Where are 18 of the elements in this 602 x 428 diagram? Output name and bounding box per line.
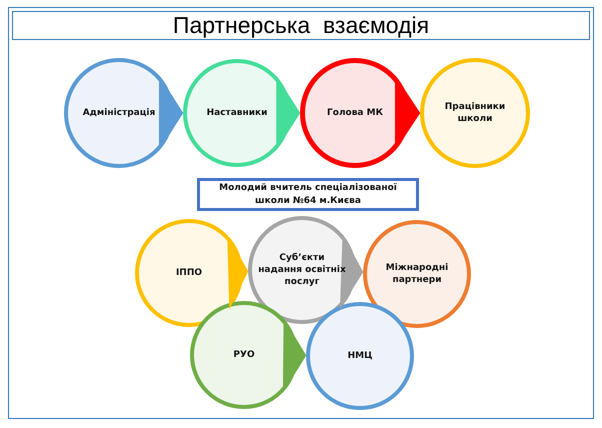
title: Партнерська взаємодія	[12, 11, 590, 40]
arrow	[227, 234, 248, 309]
node-label: Наставники	[206, 106, 268, 120]
arrow	[340, 234, 364, 308]
node-label: Голова МК	[327, 106, 383, 120]
arrow	[158, 75, 184, 151]
node-label: Суб’єкти надання освітніх послуг	[257, 252, 347, 288]
node-label: Молодий вчитель спеціалізованої школи №64 м.Києва	[218, 182, 398, 207]
node-label: Адміністрація	[82, 106, 156, 120]
arrow	[282, 318, 306, 392]
node-label: Міжнародні партнери	[384, 262, 450, 286]
node-label: ІППО	[176, 266, 202, 280]
arrow	[276, 76, 300, 150]
node-label: Працівники школи	[444, 100, 506, 126]
node-label: НМЦ	[348, 350, 372, 362]
center-box	[197, 178, 419, 211]
arrow	[394, 75, 420, 151]
node-label: РУО	[233, 348, 255, 362]
